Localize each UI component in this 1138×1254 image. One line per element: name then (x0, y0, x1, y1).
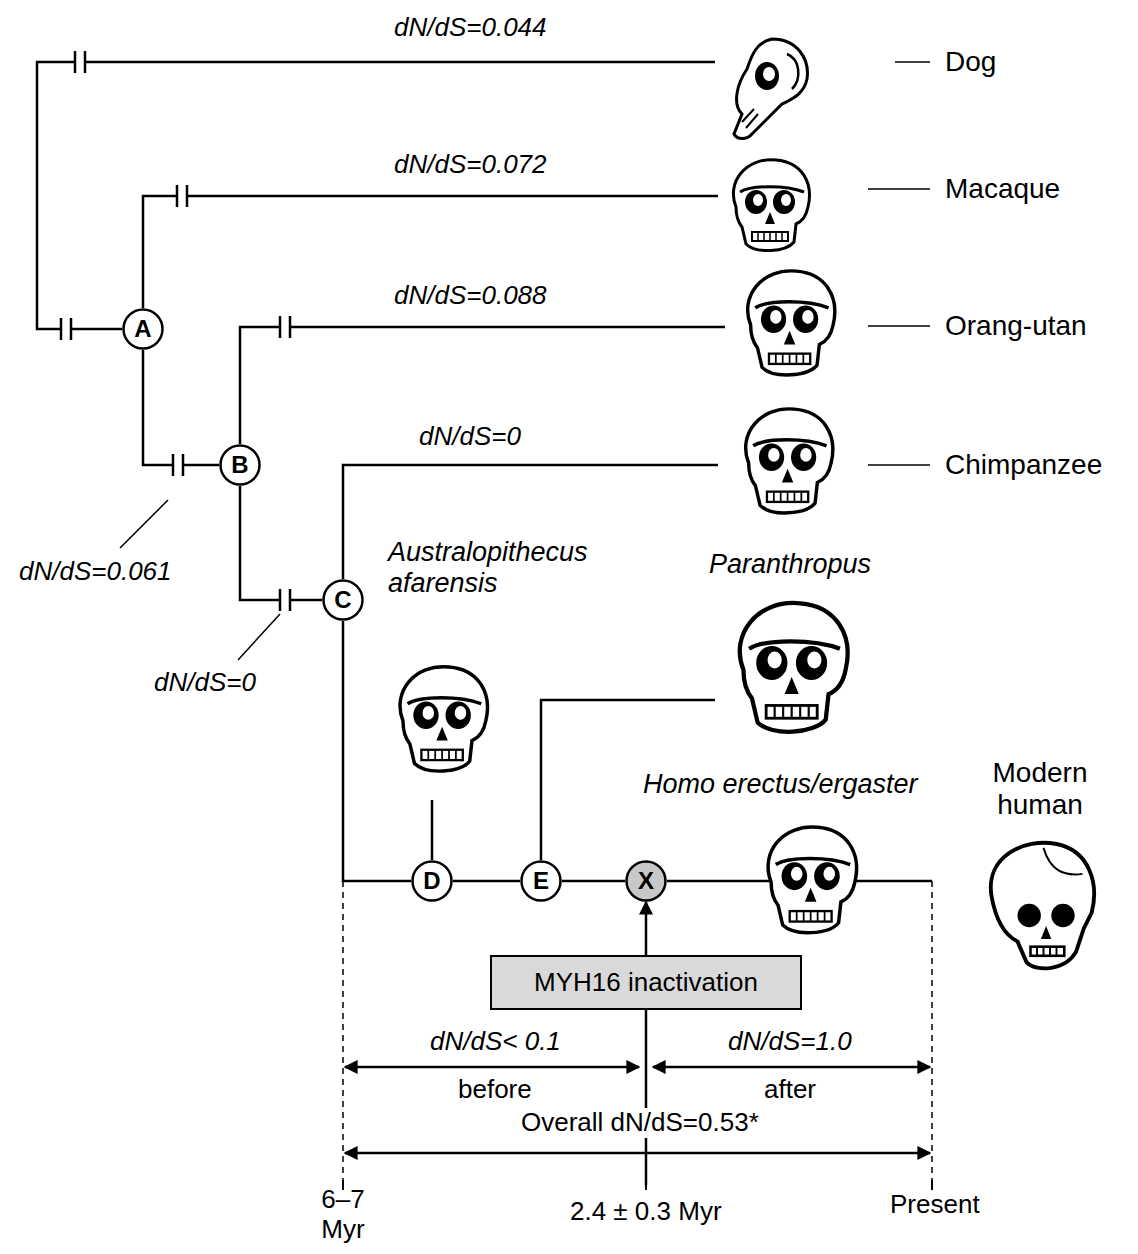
node-letter: B (231, 453, 248, 477)
label-text: after (764, 1075, 816, 1105)
tree-connector (453, 880, 520, 883)
tree-connector (143, 350, 219, 465)
label-text: Paranthropus (709, 549, 871, 580)
tree-connector (645, 902, 648, 955)
span-arrow (653, 1066, 930, 1069)
label-text: dN/dS=0 (419, 422, 521, 452)
break-mark (177, 185, 187, 207)
node-circle (124, 310, 163, 349)
label-text: Present (890, 1190, 980, 1220)
label-text: Dog (945, 46, 996, 78)
node-letter: X (638, 869, 654, 893)
leader-line (868, 62, 930, 465)
label-text: 2.4 ± 0.3 Myr (570, 1197, 722, 1227)
label-text: dN/dS=0.061 (19, 557, 172, 587)
label-text: Modern human (965, 757, 1115, 821)
time-tick (343, 1180, 932, 1190)
node-letter: E (533, 869, 549, 893)
time-guide (645, 1010, 648, 1185)
paranthropus-skull (740, 603, 848, 732)
inactivation-node: X (625, 860, 667, 902)
branch-lines (37, 62, 932, 1185)
label-text: Chimpanzee (945, 449, 1102, 481)
label-text: Australopithecus afarensis (388, 537, 658, 599)
label-text: dN/dS=0 (154, 668, 256, 698)
label-text: Homo erectus/ergaster (643, 769, 918, 800)
australopithecus-branch (431, 800, 434, 860)
node-letter: C (334, 588, 351, 612)
node-circle (413, 862, 452, 901)
break-mark (280, 589, 290, 611)
australopithecus-skull (400, 667, 487, 771)
node-circle (627, 862, 666, 901)
event-box: MYH16 inactivation (490, 955, 802, 1010)
clade-node: E (520, 860, 562, 902)
node-letter: A (134, 317, 151, 341)
break-mark (280, 316, 290, 338)
label-text: dN/dS=0.044 (394, 13, 547, 43)
break-mark (61, 318, 71, 340)
label-text: dN/dS< 0.1 (430, 1027, 561, 1057)
label-text: Macaque (945, 173, 1060, 205)
homo-erectus-skull (768, 827, 856, 933)
orangutan-skull (748, 271, 835, 375)
clade-node: A (122, 308, 164, 350)
label-text: dN/dS=0.088 (394, 281, 547, 311)
chimpanzee-skull (746, 409, 833, 513)
clade-node: D (411, 860, 453, 902)
span-arrow (345, 1152, 930, 1155)
label-text: dN/dS=0.072 (394, 150, 547, 180)
label-text: 6–7 Myr (308, 1185, 378, 1245)
label-text: before (458, 1075, 532, 1105)
node-circle (221, 446, 260, 485)
node-circle (324, 581, 363, 620)
tree-connector (240, 486, 322, 600)
clade-node: C (322, 579, 364, 621)
break-mark (75, 51, 85, 73)
modern-human-skull (991, 843, 1094, 969)
node-letter: D (423, 869, 440, 893)
label-text: dN/dS=1.0 (728, 1027, 852, 1057)
node-circle (522, 862, 561, 901)
dog-skull (734, 39, 807, 139)
clade-node: B (219, 444, 261, 486)
label-text: Overall dN/dS=0.53* (517, 1108, 763, 1138)
time-guide (343, 881, 932, 1185)
event-text: MYH16 inactivation (534, 967, 758, 998)
break-mark (173, 454, 183, 476)
label-text: Orang-utan (945, 310, 1087, 342)
tree-connector (562, 880, 625, 883)
macaque-skull (733, 160, 809, 251)
span-arrow (345, 1066, 639, 1069)
tree-connector (343, 621, 411, 881)
break-marks (61, 51, 290, 611)
